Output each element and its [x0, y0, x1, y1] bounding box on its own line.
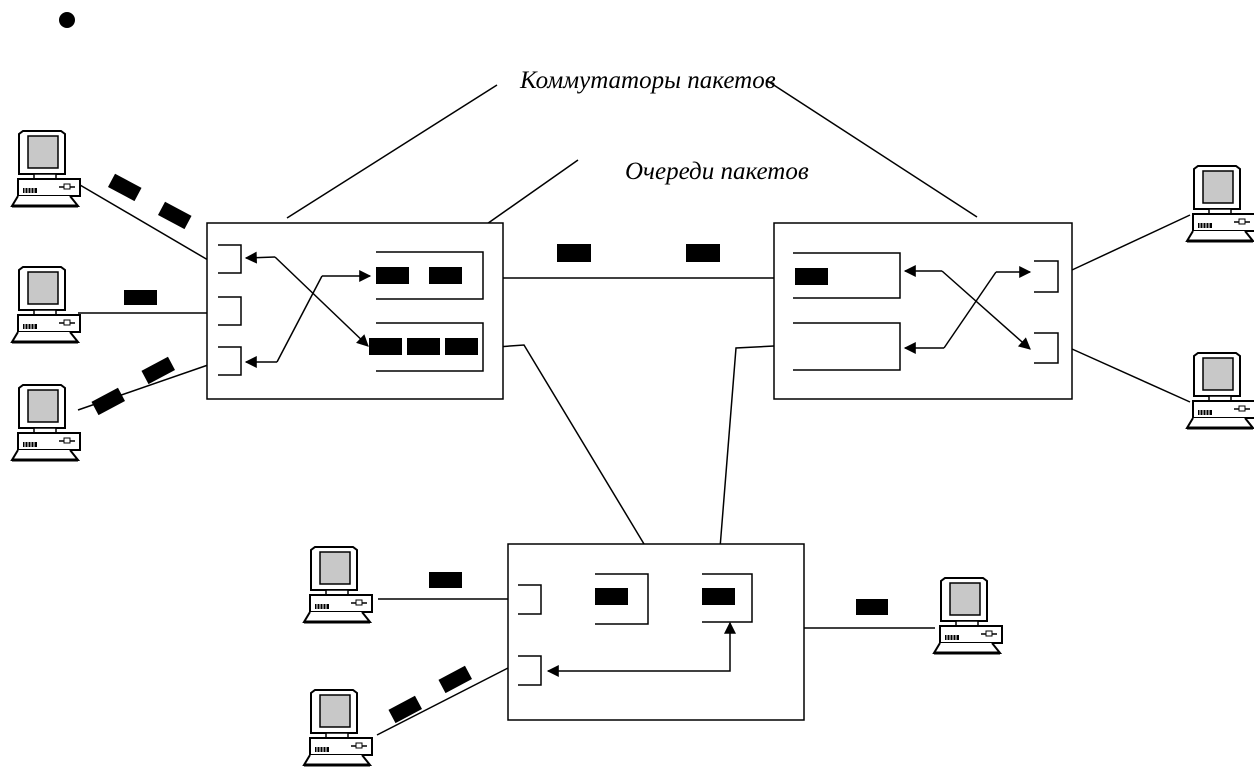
link-host8	[1071, 348, 1191, 403]
link-host5	[376, 667, 509, 736]
port	[1034, 260, 1059, 293]
packet	[856, 599, 888, 615]
switch-bottom	[507, 543, 805, 721]
switch-right	[773, 222, 1073, 400]
packet	[124, 290, 157, 305]
desktop-computer-icon	[10, 383, 82, 462]
desktop-computer-icon	[1185, 351, 1254, 430]
desktop-computer-icon	[10, 129, 82, 208]
packet	[158, 201, 192, 230]
link-host7	[1071, 214, 1191, 271]
desktop-computer-icon	[302, 545, 374, 624]
bullet-dot-icon	[59, 12, 75, 28]
queue-top	[376, 251, 484, 300]
port	[1034, 332, 1059, 364]
packet	[388, 695, 422, 724]
desktop-computer-icon	[302, 688, 374, 767]
port	[218, 346, 242, 376]
port	[518, 584, 542, 615]
switches-label: Коммутаторы пакетов	[519, 67, 776, 94]
packet	[141, 356, 175, 385]
queue-top	[793, 252, 901, 299]
queue-bottom	[376, 322, 484, 372]
packet	[557, 244, 591, 262]
packet	[438, 665, 472, 694]
packet	[108, 173, 142, 202]
switch-left	[206, 222, 504, 400]
queue-bottom	[793, 322, 901, 371]
desktop-computer-icon	[932, 576, 1004, 655]
trunk-bottom-right	[719, 345, 775, 549]
switches-leader-right	[765, 79, 978, 218]
link-host1	[79, 184, 209, 261]
port	[218, 244, 242, 274]
packet	[429, 572, 462, 588]
packets-in-transit	[91, 173, 888, 724]
packet	[686, 244, 720, 262]
port	[518, 655, 542, 686]
switches-leader-left	[286, 84, 498, 219]
packet	[91, 387, 125, 416]
desktop-computer-icon	[1185, 164, 1254, 243]
queues-label: Очереди пакетов	[625, 158, 809, 185]
desktop-computer-icon	[10, 265, 82, 344]
port	[218, 296, 242, 326]
